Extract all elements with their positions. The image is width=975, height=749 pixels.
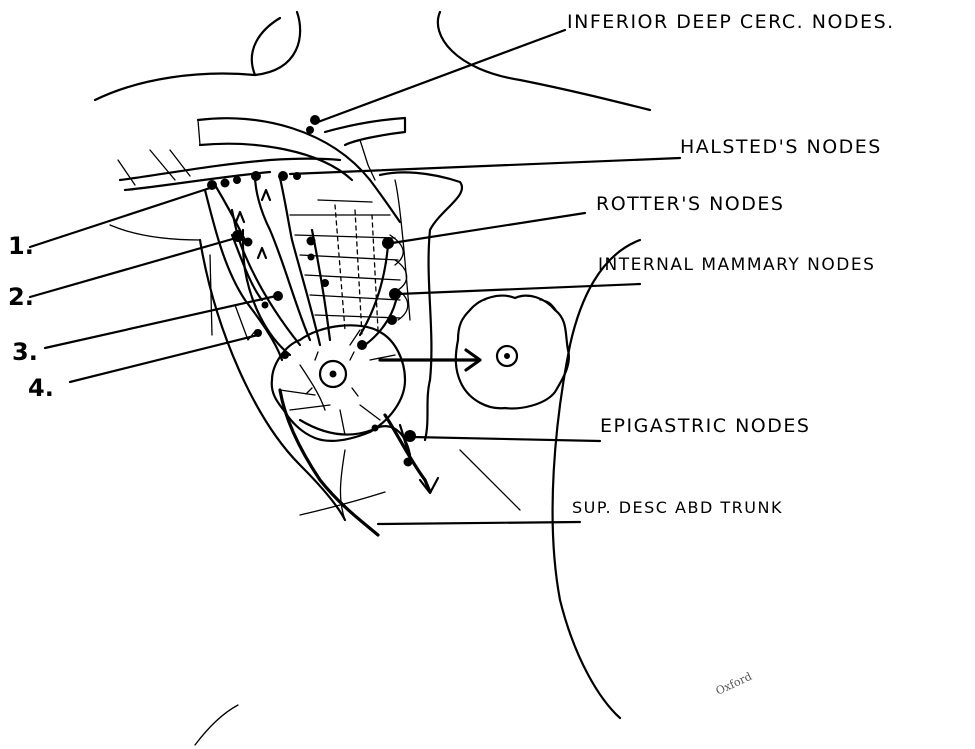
- labels: INFERIOR DEEP CERC. NODES. HALSTED'S NOD…: [8, 11, 895, 698]
- rotters-node: [307, 237, 316, 246]
- number-2: 2.: [8, 283, 34, 311]
- leader-internal-mammary: [398, 284, 640, 294]
- leader-inferior-deep-cerc: [318, 30, 565, 122]
- leader-1: [30, 188, 210, 247]
- label-epigastric-nodes: EPIGASTRIC NODES: [600, 415, 810, 437]
- halsteds-node: [278, 171, 288, 181]
- number-4: 4.: [28, 374, 54, 402]
- label-internal-mammary-nodes: INTERNAL MAMMARY NODES: [598, 255, 875, 275]
- node-2: [232, 230, 244, 242]
- leader-halsteds: [290, 158, 680, 174]
- label-sup-desc-abd-trunk: SUP. DESC ABD TRUNK: [572, 498, 783, 517]
- leader-4: [70, 335, 258, 382]
- leader-epigastric: [412, 437, 600, 441]
- label-halsteds-nodes: HALSTED'S NODES: [680, 136, 882, 158]
- left-breast: [272, 325, 405, 441]
- inferior-deep-cerc-node: [310, 115, 320, 125]
- lymph-vessels: [205, 175, 438, 535]
- signature: Oxford: [714, 670, 754, 698]
- right-breast: [380, 296, 569, 409]
- leader-sup-desc-abd: [378, 522, 580, 524]
- number-3: 3.: [12, 338, 38, 366]
- number-1: 1.: [8, 232, 34, 260]
- label-inferior-deep-cerc-nodes: INFERIOR DEEP CERC. NODES.: [567, 11, 895, 33]
- descending-trunk: [280, 390, 378, 535]
- label-rotters-nodes: ROTTER'S NODES: [596, 193, 784, 215]
- leader-rotters: [392, 213, 585, 243]
